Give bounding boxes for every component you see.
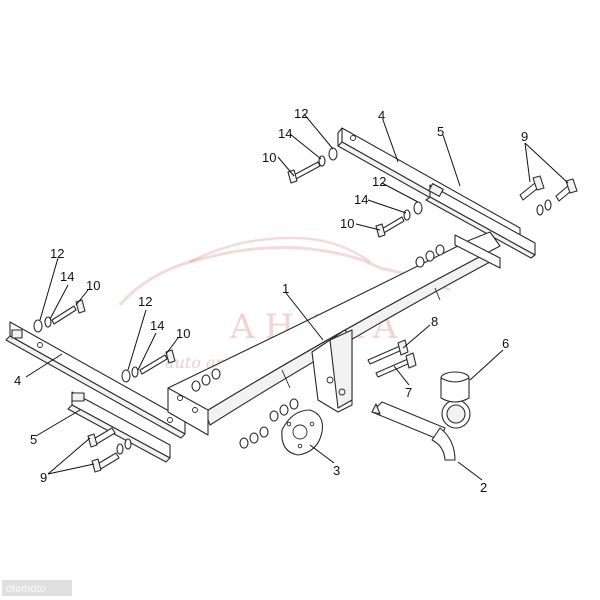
callout-14-a: 14	[278, 126, 292, 141]
callout-10-b: 10	[340, 216, 354, 231]
socket-plate	[281, 409, 324, 456]
callout-9-top: 9	[521, 129, 528, 144]
callout-12-c: 12	[50, 246, 64, 261]
spacer-bracket-top	[425, 183, 536, 259]
credit-watermark: otomoto	[2, 580, 72, 596]
watermark-car-outline	[118, 245, 451, 306]
bolt-set-left-b	[121, 349, 176, 383]
fastener-group-center	[191, 244, 445, 449]
callout-14-d: 14	[150, 318, 164, 333]
callout-4-top: 4	[378, 108, 385, 123]
bolt-set-left-a	[33, 299, 86, 333]
callout-10-c: 10	[86, 278, 100, 293]
bolt-set-top-a	[287, 147, 338, 184]
callout-9-left: 9	[40, 470, 47, 485]
bolt-set-top-b	[375, 201, 423, 238]
callout-5-left: 5	[30, 432, 37, 447]
callout-14-c: 14	[60, 269, 74, 284]
callout-2: 2	[480, 480, 487, 495]
callout-12-b: 12	[372, 174, 386, 189]
bolts-7-8	[367, 339, 417, 378]
ball-cover	[440, 371, 470, 403]
callout-10-d: 10	[176, 326, 190, 341]
watermark-car-roof	[189, 236, 371, 264]
callout-12-a: 12	[294, 106, 308, 121]
callouts: 1 2 3 4 4 5 5 6 7 8 9 9 10 10 10 10 12 1…	[14, 106, 528, 495]
tow-ball-arm	[371, 399, 471, 461]
bolts-9-left	[87, 427, 132, 473]
callout-7: 7	[405, 385, 412, 400]
callout-6: 6	[502, 336, 509, 351]
spacer-bracket-left	[67, 391, 171, 463]
callout-14-b: 14	[354, 192, 368, 207]
callout-4-left: 4	[14, 373, 21, 388]
callout-1: 1	[282, 281, 289, 296]
callout-10-a: 10	[262, 150, 276, 165]
leader-lines	[25, 113, 569, 481]
credit-text: otomoto	[6, 583, 46, 595]
center-bracket	[311, 329, 353, 413]
callout-8: 8	[431, 314, 438, 329]
callout-3: 3	[333, 463, 340, 478]
callout-12-d: 12	[138, 294, 152, 309]
callout-5-top: 5	[437, 124, 444, 139]
bolts-9-top	[519, 175, 578, 216]
